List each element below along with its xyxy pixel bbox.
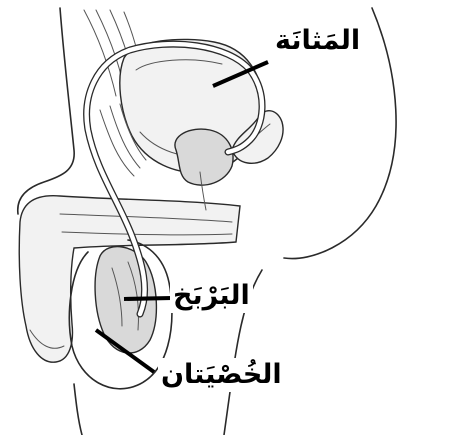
- scrotum: [69, 240, 171, 389]
- prostate: [175, 129, 233, 210]
- label-testes: الخُصْيَتان: [158, 358, 285, 392]
- label-epididymis: البَرْبَخ: [170, 279, 253, 313]
- epididymis-leader-line: [124, 298, 172, 299]
- label-bladder: المَثانَة: [272, 24, 363, 58]
